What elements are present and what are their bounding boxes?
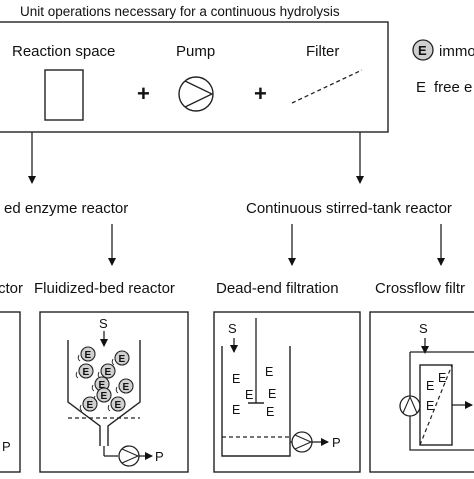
dead-end-filtration-label: Dead-end filtration xyxy=(216,280,339,297)
immobilized-enzyme-particle: E xyxy=(111,350,130,366)
particle-enzyme-symbol: E xyxy=(101,391,108,402)
svg-text:E: E xyxy=(426,379,434,393)
immobilized-enzyme-particle: E xyxy=(107,396,126,412)
svg-text:E: E xyxy=(232,372,240,386)
particle-enzyme-symbol: E xyxy=(105,367,112,378)
immobilized-enzyme-particle: E xyxy=(77,346,96,362)
packed-bed-reactor-label: ctor xyxy=(0,280,23,297)
svg-text:E: E xyxy=(232,403,240,417)
pump-label: Pump xyxy=(176,43,215,60)
svg-text:E: E xyxy=(266,405,274,419)
dead-end-substrate-label: S xyxy=(228,321,237,336)
unit-operations-box xyxy=(0,21,389,133)
fluidized-product-label: P xyxy=(155,449,164,464)
immobilized-enzyme-particle: E xyxy=(97,363,116,379)
svg-text:E: E xyxy=(438,371,446,385)
packed-bed-panel: P xyxy=(0,311,21,473)
svg-text:E: E xyxy=(268,387,276,401)
particle-enzyme-symbol: E xyxy=(99,380,106,391)
plus-sign-1: + xyxy=(137,81,150,106)
immobilized-enzyme-particle: E xyxy=(75,363,94,379)
svg-text:P: P xyxy=(2,439,11,454)
pump-icon xyxy=(178,76,214,112)
filter-label: Filter xyxy=(306,43,339,60)
immobilized-enzyme-particle: E xyxy=(79,396,98,412)
particle-enzyme-symbol: E xyxy=(83,367,90,378)
fluidized-substrate-label: S xyxy=(99,316,108,331)
svg-text:E: E xyxy=(245,388,253,402)
immobilized-enzyme-particle: E xyxy=(93,387,112,403)
svg-text:E: E xyxy=(418,43,427,58)
filter-icon xyxy=(291,69,363,104)
crossflow-panel: S E E E xyxy=(369,311,474,473)
particle-enzyme-symbol: E xyxy=(87,400,94,411)
crossflow-filtration-label: Crossflow filtr xyxy=(375,280,465,297)
immobilized-enzyme-particle: E xyxy=(115,378,134,394)
cstr-label: Continuous stirred-tank reactor xyxy=(246,200,452,217)
reaction-space-label: Reaction space xyxy=(12,43,115,60)
immobilized-legend-label: immo xyxy=(439,43,474,60)
crossflow-substrate-label: S xyxy=(419,321,428,336)
particle-enzyme-symbol: E xyxy=(119,354,126,365)
unit-operations-title: Unit operations necessary for a continuo… xyxy=(20,4,340,19)
free-enzyme-legend-symbol: E xyxy=(416,79,426,96)
immobilized-enzyme-legend-icon: E xyxy=(412,39,434,61)
fluidized-bed-panel: S P xyxy=(39,311,189,473)
particle-enzyme-symbol: E xyxy=(123,382,130,393)
particle-enzyme-symbol: E xyxy=(115,400,122,411)
reaction-space-icon xyxy=(44,69,84,121)
dead-end-product-label: P xyxy=(332,435,341,450)
crossflow-membrane xyxy=(419,364,453,446)
svg-text:E: E xyxy=(426,399,434,413)
free-enzyme-legend-label: free e xyxy=(434,79,472,96)
fluidized-bed-reactor-label: Fluidized-bed reactor xyxy=(34,280,175,297)
immobilized-enzyme-reactor-label: ed enzyme reactor xyxy=(4,200,128,217)
dead-end-panel: S E E E E E E P xyxy=(213,311,361,473)
particle-enzyme-symbol: E xyxy=(85,350,92,361)
plus-sign-2: + xyxy=(254,81,267,106)
svg-text:E: E xyxy=(265,365,273,379)
